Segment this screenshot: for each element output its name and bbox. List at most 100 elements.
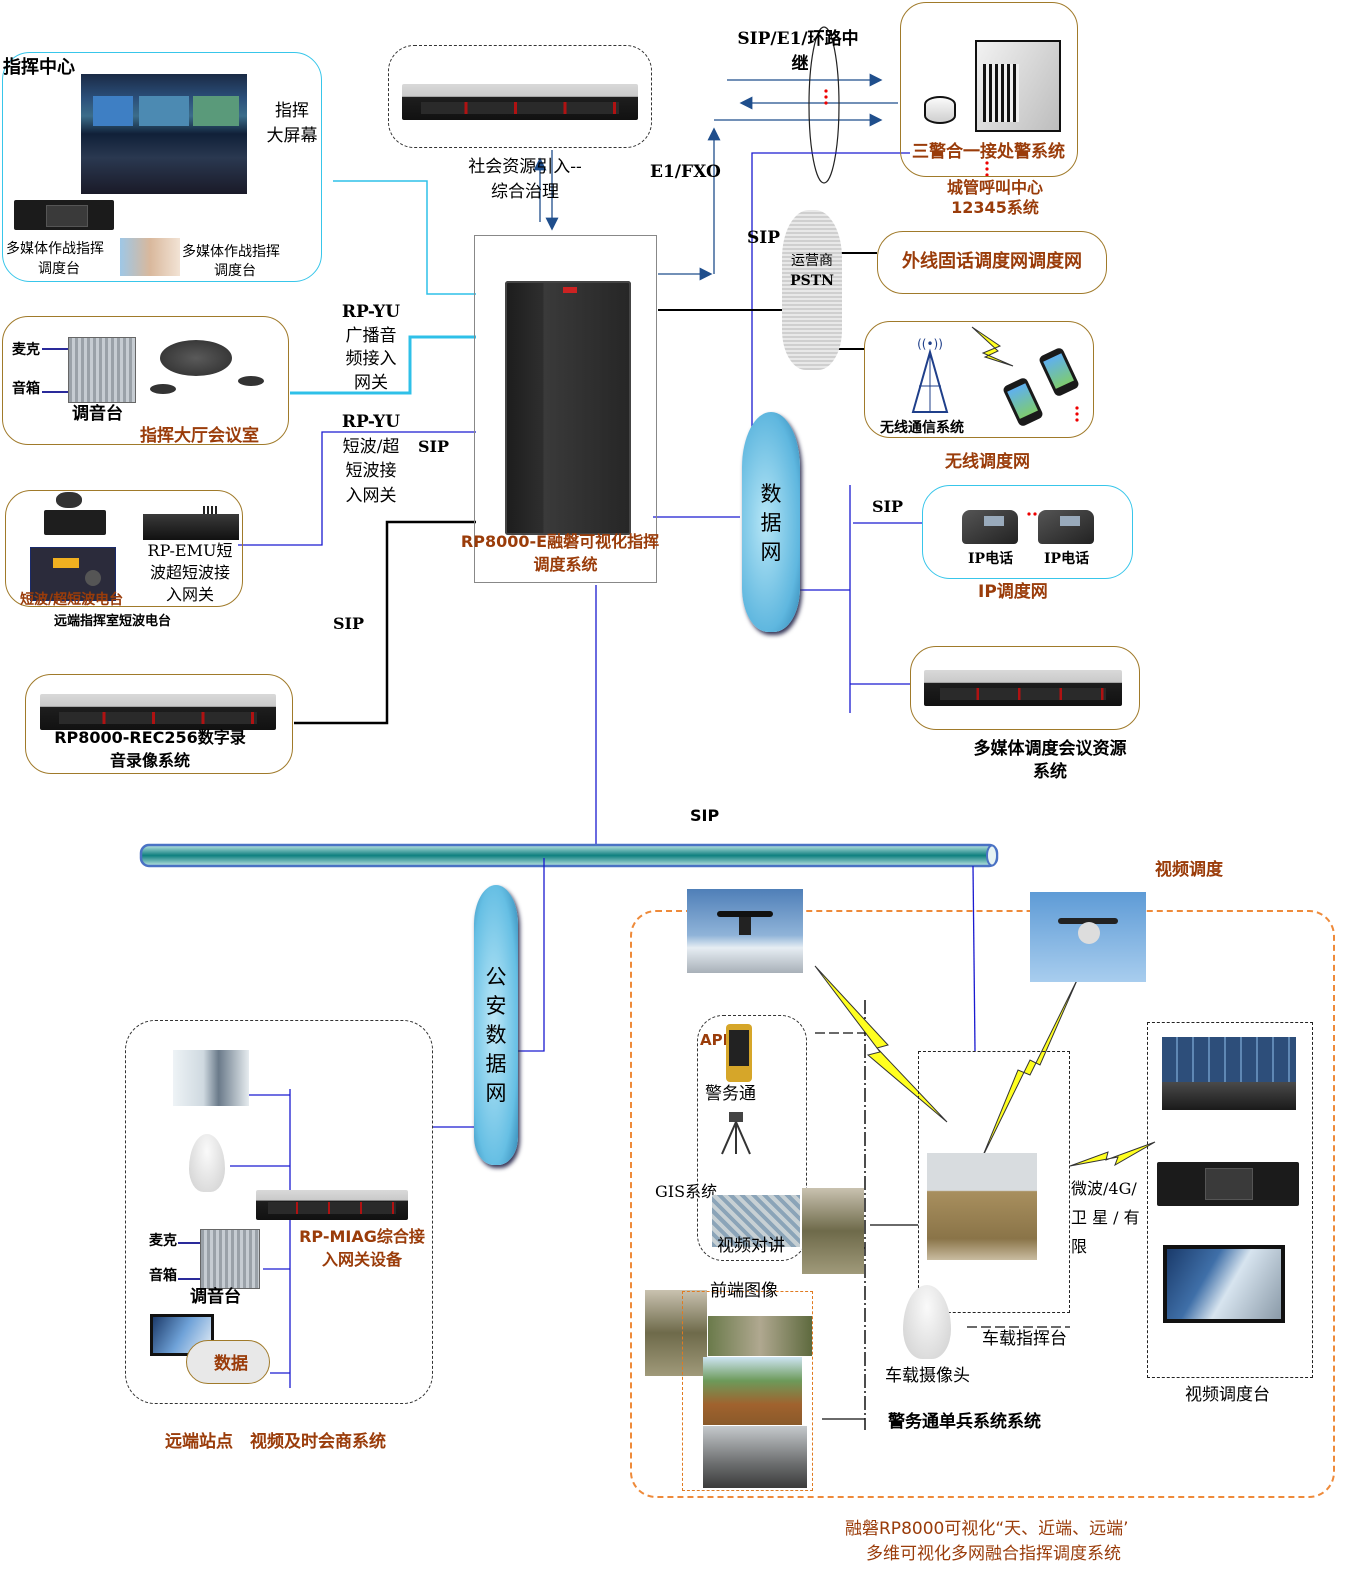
broadcast-gw-label-2: 广播音 (345, 326, 397, 346)
media-conf-label-1: 多媒体调度会议资源 (973, 739, 1127, 759)
social-resource-label-2: 综合治理 (491, 182, 559, 202)
sw-gw-label-2: 短波/超 (342, 437, 400, 457)
link-label-2: 卫 星 / 有 (1071, 1208, 1140, 1227)
trunk-ellipse (808, 26, 840, 184)
video-dispatch-console-group (1147, 1022, 1313, 1378)
city-12345-label: 12345系统 (951, 198, 1039, 217)
svg-text:((•)): ((•)) (917, 337, 943, 351)
recorder-group (25, 674, 293, 774)
tripod-camera-icon (718, 1110, 754, 1156)
wire-bus-policenet (505, 858, 545, 1052)
police-net-char-4: 据 (485, 1052, 507, 1076)
police-net-cloud-icon (474, 885, 518, 1165)
ip-phone-1-label: IP电话 (968, 551, 1014, 567)
pstn-label-1: 运营商 (791, 253, 833, 269)
emu-label-2: 波超短波接 (149, 563, 230, 582)
wireless-caption: 无线调度网 (945, 452, 1030, 472)
quadcopter-drone-image (1030, 892, 1146, 982)
conference-mic-2-icon (238, 376, 264, 386)
console2-label-2: 调度台 (214, 263, 256, 279)
wire-bus-vehicle (972, 865, 976, 1052)
core-system-group (474, 235, 657, 583)
emu-label-1: RP-EMU短 (147, 541, 233, 560)
radio-tower-icon: ((•)) (905, 336, 955, 414)
remote-mixer-icon (200, 1229, 260, 1289)
trunk-label-2: 继 (791, 54, 809, 74)
dispatch-console-2-icon (1157, 1162, 1299, 1206)
ip-net-caption: IP调度网 (978, 582, 1048, 602)
remote-speaker-label: 音箱 (149, 1268, 177, 1284)
console1-label-2: 调度台 (38, 261, 80, 277)
remote-site-caption: 远端站点 视频及时会商系统 (165, 1432, 386, 1452)
dome-camera-icon (189, 1134, 225, 1192)
shortwave-radio-icon (30, 547, 116, 601)
meeting-mic-label: 麦克 (12, 342, 40, 358)
sw-gw-label-1: RP-YU (341, 412, 401, 432)
hexacopter-drone-image (687, 889, 803, 973)
conference-mic-1-icon (150, 384, 176, 394)
data-net-char-2: 据 (760, 511, 782, 535)
police-net-char-2: 安 (485, 994, 507, 1018)
lightning-drone1-icon (814, 965, 948, 1123)
soldier-system-label: 警务通单兵系统系统 (888, 1412, 1041, 1432)
jwt-group (697, 1015, 807, 1261)
remote-site-group (125, 1020, 433, 1404)
diagram-title-line-1: 融磐RP8000可视化“天、近端、远端’ (845, 1519, 1129, 1539)
recorder-label-2: 音录像系统 (109, 751, 190, 770)
fixed-line-group (877, 231, 1107, 294)
media-conf-server-icon (924, 670, 1122, 706)
remote-mic-label: 麦克 (149, 1233, 177, 1249)
rack-cabinet-icon (505, 281, 631, 535)
dispatch-console-icon (14, 200, 114, 230)
operator-headset-image (120, 238, 180, 276)
broadcast-gw-label-3: 频接入 (345, 349, 397, 369)
broadcast-gw-label-1: RP-YU (341, 302, 401, 322)
console2-label-1: 多媒体作战指挥 (182, 244, 280, 260)
conference-phone-icon (160, 340, 232, 376)
data-net-char-1: 数 (760, 482, 782, 506)
database-icon (924, 96, 956, 124)
server-tower-icon (975, 40, 1061, 132)
app-label: APP (700, 1031, 734, 1049)
city-call-center-label: 城管呼叫中心 (946, 178, 1043, 197)
lightning-wireless-icon (971, 326, 1014, 367)
trunk-label-1: SIP/E1/环路中 (737, 29, 859, 49)
meeting-mixer-label: 调音台 (72, 404, 123, 424)
social-resource-server-icon (402, 84, 638, 120)
all-in-one-pc-icon (1163, 1245, 1285, 1323)
data-net-char-3: 网 (760, 540, 782, 564)
emu-label-3: 入网关 (165, 585, 214, 604)
big-screen-label-2: 大屏幕 (266, 126, 318, 146)
wire-broadcast (290, 335, 476, 395)
sw-gw-label-4: 入网关 (345, 486, 397, 506)
video-talk-label: 视频对讲 (717, 1236, 785, 1256)
meeting-room-group (2, 316, 289, 445)
e1fxo-label: E1/FXO (650, 162, 721, 182)
ip-phone-2-icon (1038, 510, 1094, 544)
console1-label-1: 多媒体作战指挥 (6, 241, 104, 257)
ip-phone-1-icon (962, 510, 1018, 544)
vehicle-camera-icon (903, 1285, 951, 1359)
wire-shortwave (238, 431, 476, 546)
recorder-sip-label: SIP (333, 614, 365, 633)
wire-recorder (294, 520, 476, 725)
link-label-3: 限 (1071, 1237, 1088, 1256)
emu-gateway-icon (143, 506, 239, 540)
sw-gw-sip-label: SIP (418, 437, 450, 456)
vehicle-console-label: 车载指挥台 (982, 1329, 1067, 1349)
police-net-char-3: 数 (485, 1023, 507, 1047)
wireless-group (864, 321, 1094, 438)
police-net-char-5: 网 (485, 1081, 507, 1105)
data-net-cloud-icon (742, 412, 800, 632)
command-center-group (2, 52, 322, 282)
video-wall-image (1162, 1037, 1296, 1110)
recorder-label-1: RP8000-REC256数字录 (54, 728, 246, 747)
video-dispatch-console-label: 视频调度台 (1185, 1385, 1270, 1405)
front-image-group (682, 1291, 813, 1491)
miag-server-icon (256, 1190, 408, 1220)
front-image-label: 前端图像 (710, 1281, 778, 1301)
front-image-road (703, 1426, 807, 1488)
miag-label-1: RP-MIAG综合接 (299, 1227, 425, 1246)
meeting-speaker-label: 音箱 (12, 381, 40, 397)
data-badge (186, 1340, 270, 1384)
